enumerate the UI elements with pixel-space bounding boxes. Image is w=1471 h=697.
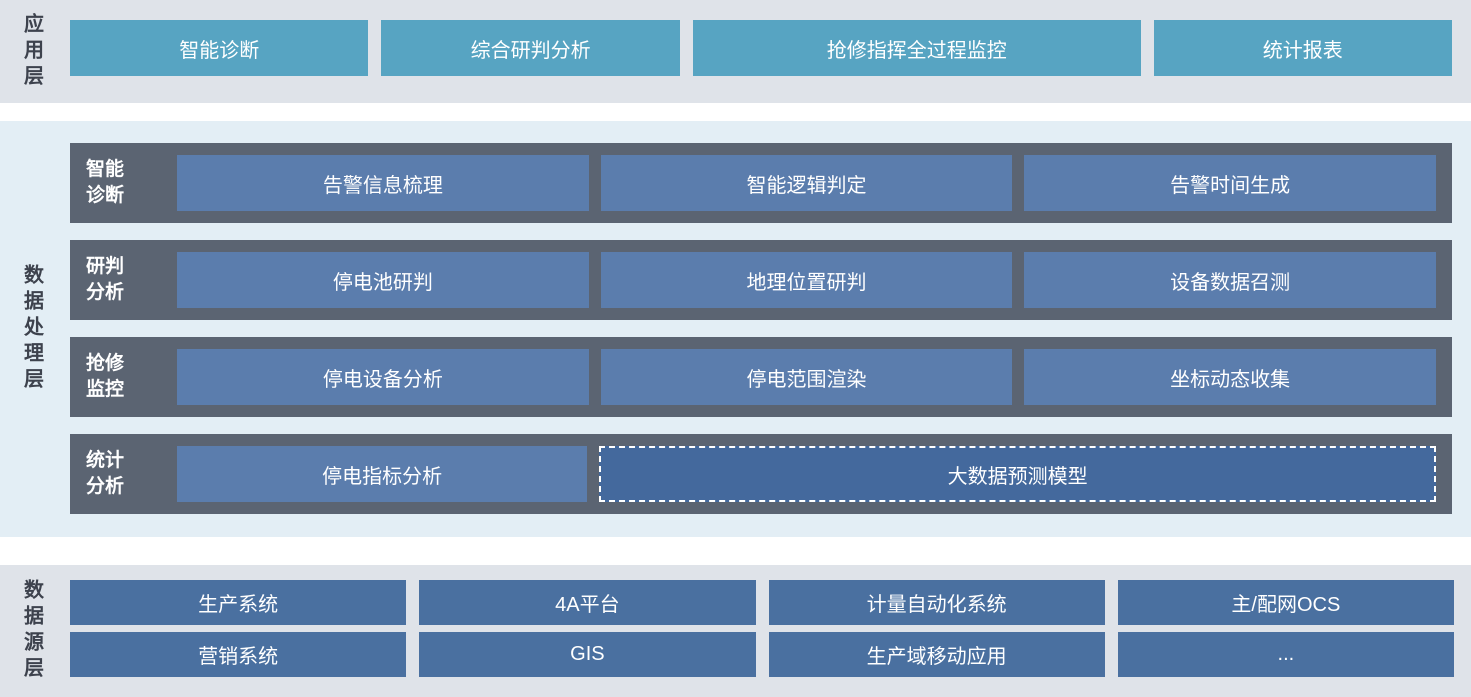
row-items: 停电设备分析 停电范围渲染 坐标动态收集	[177, 349, 1437, 405]
row-label: 统计 分析	[86, 450, 125, 497]
datasource-layer-label-wrap: 数据源层	[0, 565, 64, 697]
processing-item: 设备数据召测	[1024, 252, 1437, 308]
application-item-statistical-reports: 统计报表	[1153, 20, 1452, 76]
processing-item: 地理位置研判	[600, 252, 1013, 308]
row-label: 智能 诊断	[86, 159, 125, 206]
processing-item: 智能逻辑判定	[600, 155, 1013, 211]
application-item-intelligent-diagnosis: 智能诊断	[70, 20, 369, 76]
datasource-items: 生产系统 4A平台 计量自动化系统 主/配网OCS 营销系统 GIS 生产域移动…	[70, 580, 1454, 677]
processing-layer-label-wrap: 数据处理层	[0, 121, 64, 537]
datasource-item: GIS	[419, 632, 756, 677]
processing-item: 停电范围渲染	[600, 349, 1013, 405]
application-layer-band: 应用层 智能诊断 综合研判分析 抢修指挥全过程监控 统计报表	[0, 0, 1471, 103]
datasource-item: 营销系统	[70, 632, 407, 677]
datasource-layer-band: 数据源层 生产系统 4A平台 计量自动化系统 主/配网OCS 营销系统 GIS …	[0, 565, 1471, 697]
application-layer-items: 智能诊断 综合研判分析 抢修指挥全过程监控 统计报表	[70, 20, 1452, 76]
processing-layer-label: 数据处理层	[20, 264, 43, 394]
processing-rows: 智能 诊断 告警信息梳理 智能逻辑判定 告警时间生成 研判 分析 停电池研判 地…	[70, 143, 1452, 514]
application-layer-label: 应用层	[20, 12, 43, 91]
processing-item: 坐标动态收集	[1024, 349, 1437, 405]
datasource-item: 生产域移动应用	[768, 632, 1105, 677]
row-label: 抢修 监控	[86, 353, 125, 400]
datasource-layer-label: 数据源层	[20, 579, 43, 683]
processing-layer-band: 数据处理层 智能 诊断 告警信息梳理 智能逻辑判定 告警时间生成 研判 分析 停…	[0, 121, 1471, 537]
row-items: 停电指标分析 大数据预测模型	[177, 446, 1436, 502]
processing-item: 告警信息梳理	[177, 155, 589, 211]
processing-item-big-data-prediction-model: 大数据预测模型	[599, 446, 1436, 502]
application-item-repair-command-monitoring: 抢修指挥全过程监控	[692, 20, 1141, 76]
processing-row-repair-monitoring: 抢修 监控 停电设备分析 停电范围渲染 坐标动态收集	[70, 337, 1452, 417]
datasource-item: 计量自动化系统	[768, 580, 1105, 625]
datasource-item: 4A平台	[419, 580, 756, 625]
processing-item: 停电设备分析	[177, 349, 589, 405]
application-item-comprehensive-analysis: 综合研判分析	[381, 20, 680, 76]
processing-item: 停电指标分析	[177, 446, 588, 502]
processing-item: 告警时间生成	[1024, 155, 1437, 211]
processing-row-statistics: 统计 分析 停电指标分析 大数据预测模型	[70, 434, 1452, 514]
processing-row-intelligent-diagnosis: 智能 诊断 告警信息梳理 智能逻辑判定 告警时间生成	[70, 143, 1452, 223]
row-items: 告警信息梳理 智能逻辑判定 告警时间生成	[177, 155, 1437, 211]
application-layer-label-wrap: 应用层	[0, 0, 64, 103]
datasource-item: 主/配网OCS	[1117, 580, 1454, 625]
row-label: 研判 分析	[86, 256, 125, 303]
datasource-item: ...	[1117, 632, 1454, 677]
datasource-item: 生产系统	[70, 580, 407, 625]
processing-item: 停电池研判	[177, 252, 589, 308]
row-items: 停电池研判 地理位置研判 设备数据召测	[177, 252, 1437, 308]
processing-row-analysis: 研判 分析 停电池研判 地理位置研判 设备数据召测	[70, 240, 1452, 320]
